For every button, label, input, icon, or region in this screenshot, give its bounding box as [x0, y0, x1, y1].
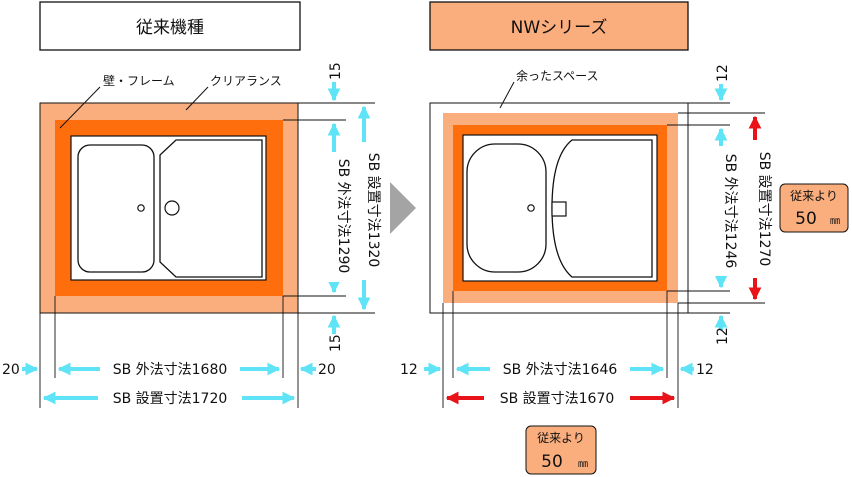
old-outer-width-label: SB 外法寸法1680 — [113, 362, 228, 378]
nw-tub-basin — [466, 143, 547, 273]
nw-width-reduction-callout: 従来より 50 ㎜ — [525, 425, 597, 475]
old-right-clearance-value: 20 — [318, 362, 336, 378]
old-left-clearance-value: 20 — [2, 362, 20, 378]
nw-top-clearance-value: 12 — [715, 64, 731, 82]
callout-side-unit: ㎜ — [830, 216, 840, 227]
nw-series-header: NWシリーズ — [511, 18, 608, 38]
transition-arrow-icon — [390, 182, 416, 234]
old-tub-basin — [77, 144, 155, 273]
old-floor-drain-icon — [164, 200, 180, 216]
callout-bottom-value: 50 — [541, 452, 563, 472]
nw-floor-drain-icon — [551, 201, 567, 217]
nw-install-width-label: SB 設置寸法1670 — [500, 391, 615, 407]
wall-leader-line — [59, 86, 101, 129]
spare-leader-line — [499, 81, 515, 109]
nw-tub-drain-icon — [527, 204, 535, 212]
nw-wash-area — [551, 139, 653, 278]
wall-frame-label: 壁・フレーム — [103, 73, 175, 88]
nw-outer-height-label: SB 外法寸法1246 — [722, 154, 738, 269]
old-wash-area — [159, 139, 263, 278]
old-bottom-clearance-value: 15 — [328, 334, 344, 352]
nw-series-diagram: NWシリーズ 余ったスペース 12 SB 外法寸法1246 SB 設置寸法127… — [400, 1, 849, 475]
clearance-label: クリアランス — [210, 74, 282, 88]
old-model-diagram: 従来機種 壁・フレーム クリアランス 15 SB 外法寸法1290 SB 設置寸… — [2, 1, 381, 408]
nw-left-clearance-value: 12 — [400, 362, 418, 378]
callout-side-text: 従来より — [790, 189, 838, 203]
nw-right-clearance-value: 12 — [696, 362, 714, 378]
old-top-clearance-value: 15 — [328, 62, 344, 80]
callout-side-value: 50 — [795, 209, 817, 229]
nw-outer-width-label: SB 外法寸法1646 — [503, 362, 618, 378]
old-outer-height-label: SB 外法寸法1290 — [335, 159, 351, 274]
old-tub-drain-icon — [137, 204, 145, 212]
old-install-height-label: SB 設置寸法1320 — [365, 153, 381, 268]
nw-bottom-clearance-value: 12 — [715, 327, 731, 345]
nw-series-header-box — [429, 1, 689, 51]
nw-install-height-label: SB 設置寸法1270 — [756, 152, 772, 267]
callout-bottom-unit: ㎜ — [578, 459, 588, 470]
old-model-header: 従来機種 — [136, 18, 204, 38]
old-model-header-box — [39, 1, 301, 51]
clearance-leader-line — [185, 86, 209, 111]
spare-space-label: 余ったスペース — [516, 68, 599, 83]
callout-bottom-text: 従来より — [537, 431, 585, 445]
old-install-width-label: SB 設置寸法1720 — [113, 391, 228, 407]
nw-height-reduction-callout: 従来より 50 ㎜ — [779, 183, 849, 233]
